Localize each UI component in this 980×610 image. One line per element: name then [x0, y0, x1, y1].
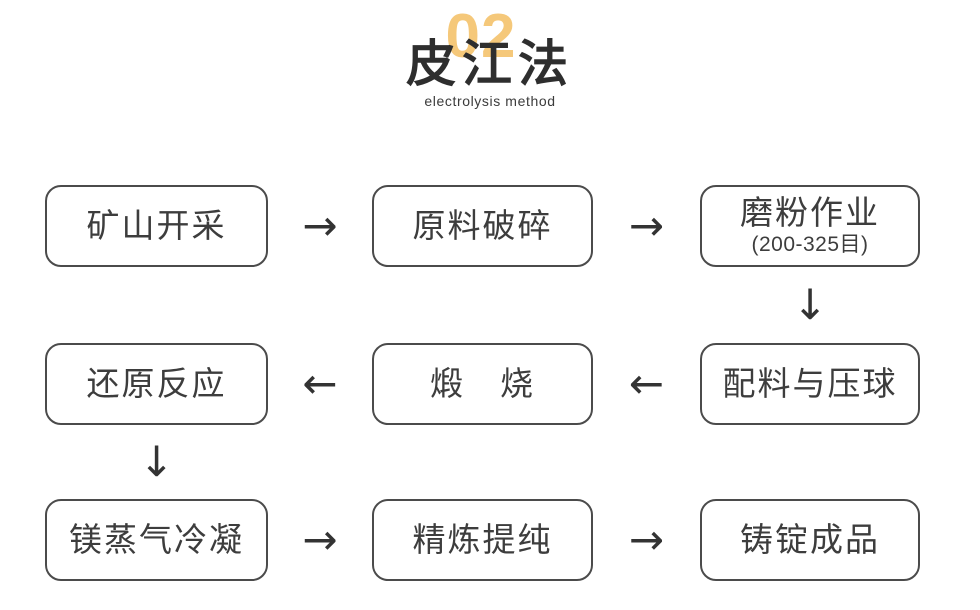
flow-box-label: 配料与压球	[722, 364, 898, 402]
flow-box-label: 还原反应	[86, 364, 227, 402]
arrow-down-icon: ↓	[792, 280, 828, 329]
flow-box-refining: 精炼提纯	[372, 499, 593, 581]
flow-box-calcination: 煅 烧	[372, 343, 593, 425]
header: 02 皮江法 electrolysis method	[0, 0, 980, 109]
flow-box-ingot-casting: 铸锭成品	[700, 499, 920, 581]
arrow-right-icon: →	[628, 201, 665, 250]
arrow-left-icon: ←	[302, 359, 338, 408]
flow-box-mining: 矿山开采	[45, 185, 268, 267]
flow-box-label: 矿山开采	[86, 206, 227, 244]
arrow-down-icon: ↓	[138, 437, 175, 486]
flow-box-reduction: 还原反应	[45, 343, 268, 425]
flow-box-crushing: 原料破碎	[372, 185, 593, 267]
flow-box-milling: 磨粉作业 (200-325目)	[700, 185, 920, 267]
process-flow-diagram: 矿山开采 → 原料破碎 → 磨粉作业 (200-325目) ↓ 还原反应 ← 煅…	[45, 185, 920, 581]
flow-box-batching-briquetting: 配料与压球	[700, 343, 920, 425]
page-subtitle: electrolysis method	[424, 92, 556, 109]
flow-box-label: 磨粉作业	[740, 194, 880, 232]
flow-box-mg-vapor-condensation: 镁蒸气冷凝	[45, 499, 268, 581]
arrow-right-icon: →	[302, 515, 338, 564]
arrow-left-icon: ←	[628, 359, 665, 408]
flow-box-label: 精炼提纯	[412, 520, 553, 558]
flow-box-label: 原料破碎	[412, 206, 553, 244]
flow-box-label: 铸锭成品	[740, 520, 880, 558]
arrow-right-icon: →	[302, 201, 338, 250]
flow-box-label: 镁蒸气冷凝	[69, 520, 244, 558]
flow-box-sublabel: (200-325目)	[751, 232, 869, 256]
section-number: 02	[445, 2, 517, 71]
arrow-right-icon: →	[628, 515, 665, 564]
flow-box-label: 煅 烧	[430, 364, 535, 402]
page-title: 皮江法	[406, 36, 574, 92]
